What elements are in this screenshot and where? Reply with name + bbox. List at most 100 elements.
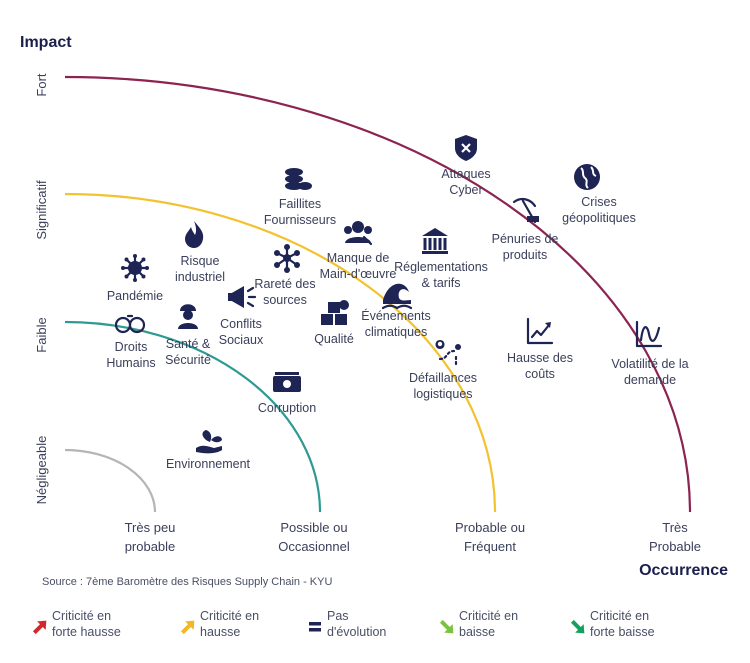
risk-label: Sociaux xyxy=(219,333,264,347)
risk-label: Droits xyxy=(115,340,148,354)
y-tick-label: Significatif xyxy=(34,180,49,240)
risk-point: Santé & Sécurité xyxy=(165,304,211,367)
arrow-up-icon xyxy=(180,620,195,635)
legend-item: Criticité en hausse xyxy=(180,609,259,639)
risk-label: Crises xyxy=(581,195,616,209)
arrow-down-strong-icon xyxy=(570,619,585,634)
legend-label: Criticité en xyxy=(200,609,259,623)
money-icon xyxy=(273,372,301,392)
risk-point: Rareté des sources xyxy=(254,244,316,307)
risk-point: Pénuries de produits xyxy=(492,197,559,262)
risk-label: Volatilité de la xyxy=(611,357,688,371)
criticality-arc-1 xyxy=(64,448,157,513)
risk-label: Rareté des xyxy=(254,277,315,291)
risk-point: Volatilité de la demande xyxy=(611,320,689,387)
risk-label: Humains xyxy=(106,356,155,370)
risk-point: Événements climatiques xyxy=(361,283,431,339)
risk-label: géopolitiques xyxy=(562,211,636,225)
wave-icon xyxy=(381,283,413,310)
criticality-arc-3 xyxy=(64,192,497,513)
risk-label: Sécurité xyxy=(165,353,211,367)
legend-label: forte hausse xyxy=(52,625,121,639)
risk-label: Hausse des xyxy=(507,351,573,365)
criticality-arcs xyxy=(64,75,692,513)
criticality-arc-2 xyxy=(64,320,322,513)
risk-label: Santé & xyxy=(166,337,211,351)
risk-label: Défaillances xyxy=(409,371,477,385)
x-tick-label: Très peu xyxy=(125,520,176,535)
network-icon xyxy=(274,244,300,273)
route-icon xyxy=(435,340,461,367)
legend-label: Criticité en xyxy=(590,609,649,623)
handcuffs-icon xyxy=(114,314,146,334)
shield-icon xyxy=(455,135,477,161)
risk-label: Cyber xyxy=(449,183,482,197)
risk-label: demande xyxy=(624,373,676,387)
risk-point: Environnement xyxy=(166,430,251,471)
risk-point: Corruption xyxy=(258,372,316,415)
risk-point: Défaillances logistiques xyxy=(409,340,477,401)
risk-point: Hausse des coûts xyxy=(507,317,573,381)
boxes-icon xyxy=(321,300,349,325)
risk-label: Réglementations xyxy=(394,260,488,274)
legend-label: baisse xyxy=(459,625,495,639)
arrow-up-strong-icon xyxy=(32,620,47,635)
risk-label: Pénuries de xyxy=(492,232,559,246)
fire-icon xyxy=(185,221,204,248)
risk-label: Attaques xyxy=(441,167,490,181)
risk-label: sources xyxy=(263,293,307,307)
y-axis-title: Impact xyxy=(20,34,72,51)
x-tick-label: Possible ou xyxy=(280,520,347,535)
risk-label: Faillites xyxy=(279,197,321,211)
legend-label: Pas xyxy=(327,609,349,623)
bank-icon xyxy=(422,228,448,254)
legend-label: forte baisse xyxy=(590,625,655,639)
people-icon xyxy=(344,221,373,246)
plant-icon xyxy=(196,430,222,454)
risk-label: Événements xyxy=(361,308,430,323)
x-tick-label: Très xyxy=(662,520,688,535)
legend-label: hausse xyxy=(200,625,240,639)
risk-label: & tarifs xyxy=(422,276,461,290)
coins-icon xyxy=(285,168,312,190)
criticality-arc-4 xyxy=(64,75,692,513)
risk-label: Environnement xyxy=(166,457,251,471)
risk-label: produits xyxy=(503,248,547,262)
arrow-down-icon xyxy=(439,619,454,634)
equals-icon xyxy=(309,622,321,632)
y-tick-label: Négligeable xyxy=(34,436,49,505)
wave-chart-icon xyxy=(635,320,663,348)
risk-point: Pandémie xyxy=(107,254,163,303)
megaphone-icon xyxy=(228,286,257,308)
risk-label: climatiques xyxy=(365,325,428,339)
source-note: Source : 7ème Baromètre des Risques Supp… xyxy=(42,576,332,588)
legend-item: Criticité en forte baisse xyxy=(570,609,655,639)
x-tick-label: Probable ou xyxy=(455,520,525,535)
risk-label: Fournisseurs xyxy=(264,213,336,227)
risk-label: Pandémie xyxy=(107,289,163,303)
trend-icon xyxy=(526,317,554,345)
worker-icon xyxy=(178,304,198,329)
pickaxe-icon xyxy=(512,197,539,224)
risk-label: logistiques xyxy=(413,387,472,401)
risk-label: Manque de xyxy=(327,251,390,265)
y-tick-label: Faible xyxy=(34,317,49,352)
risk-label: Corruption xyxy=(258,401,316,415)
risk-point: Réglementations & tarifs xyxy=(394,228,488,290)
globe-icon xyxy=(574,164,600,190)
x-axis-title: Occurrence xyxy=(639,562,728,579)
risk-label: industriel xyxy=(175,270,225,284)
risk-label: coûts xyxy=(525,367,555,381)
